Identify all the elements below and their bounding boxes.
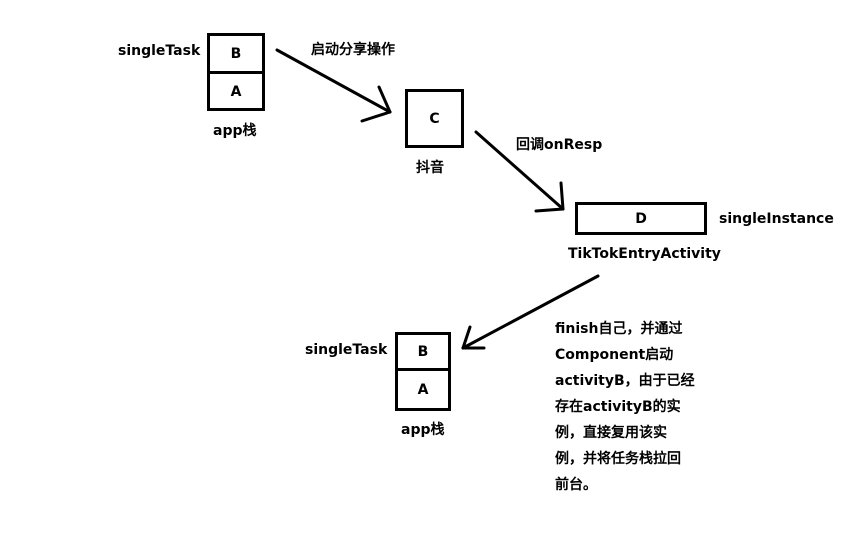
stack1-mode-label: singleTask <box>118 43 201 59</box>
activity-d-box: D <box>575 202 707 235</box>
stack1-activity-a: A <box>230 83 242 100</box>
note-line: 前台。 <box>555 477 597 493</box>
activity-d-caption: TikTokEntryActivity <box>568 246 721 262</box>
note-line: Component启动 <box>555 347 674 363</box>
stack2-mode-label: singleTask <box>305 342 388 358</box>
stack1-activity-b: B <box>230 45 242 62</box>
note-line: 存在activityB的实 <box>555 399 681 415</box>
arrow-launch-share-label: 启动分享操作 <box>311 42 395 58</box>
explanation-note: finish自己，并通过 Component启动 activityB，由于已经 … <box>555 316 715 498</box>
note-line: 例，并将任务栈拉回 <box>555 451 681 467</box>
stack1-divider <box>210 71 262 74</box>
activity-c-name: C <box>429 110 440 127</box>
activity-c-caption: 抖音 <box>416 160 444 176</box>
stack2-activity-a: A <box>417 381 429 398</box>
stack2-divider <box>398 368 448 371</box>
note-line: finish自己，并通过 <box>555 321 683 337</box>
arrow-callback-label: 回调onResp <box>516 137 603 153</box>
note-line: 例，直接复用该实 <box>555 425 667 441</box>
activity-d-name: D <box>635 210 647 227</box>
arrow-callback <box>474 130 565 213</box>
arrow-launch-share <box>275 48 392 123</box>
stack2-box: B A <box>395 332 451 411</box>
stack2-caption: app栈 <box>401 422 445 438</box>
note-line: activityB，由于已经 <box>555 373 695 389</box>
arrow-return <box>461 274 600 350</box>
stack1-box: B A <box>207 33 265 111</box>
stack2-activity-b: B <box>417 343 429 360</box>
activity-c-box: C <box>405 89 464 148</box>
stack1-caption: app栈 <box>213 123 257 139</box>
activity-d-mode-label: singleInstance <box>719 211 834 227</box>
